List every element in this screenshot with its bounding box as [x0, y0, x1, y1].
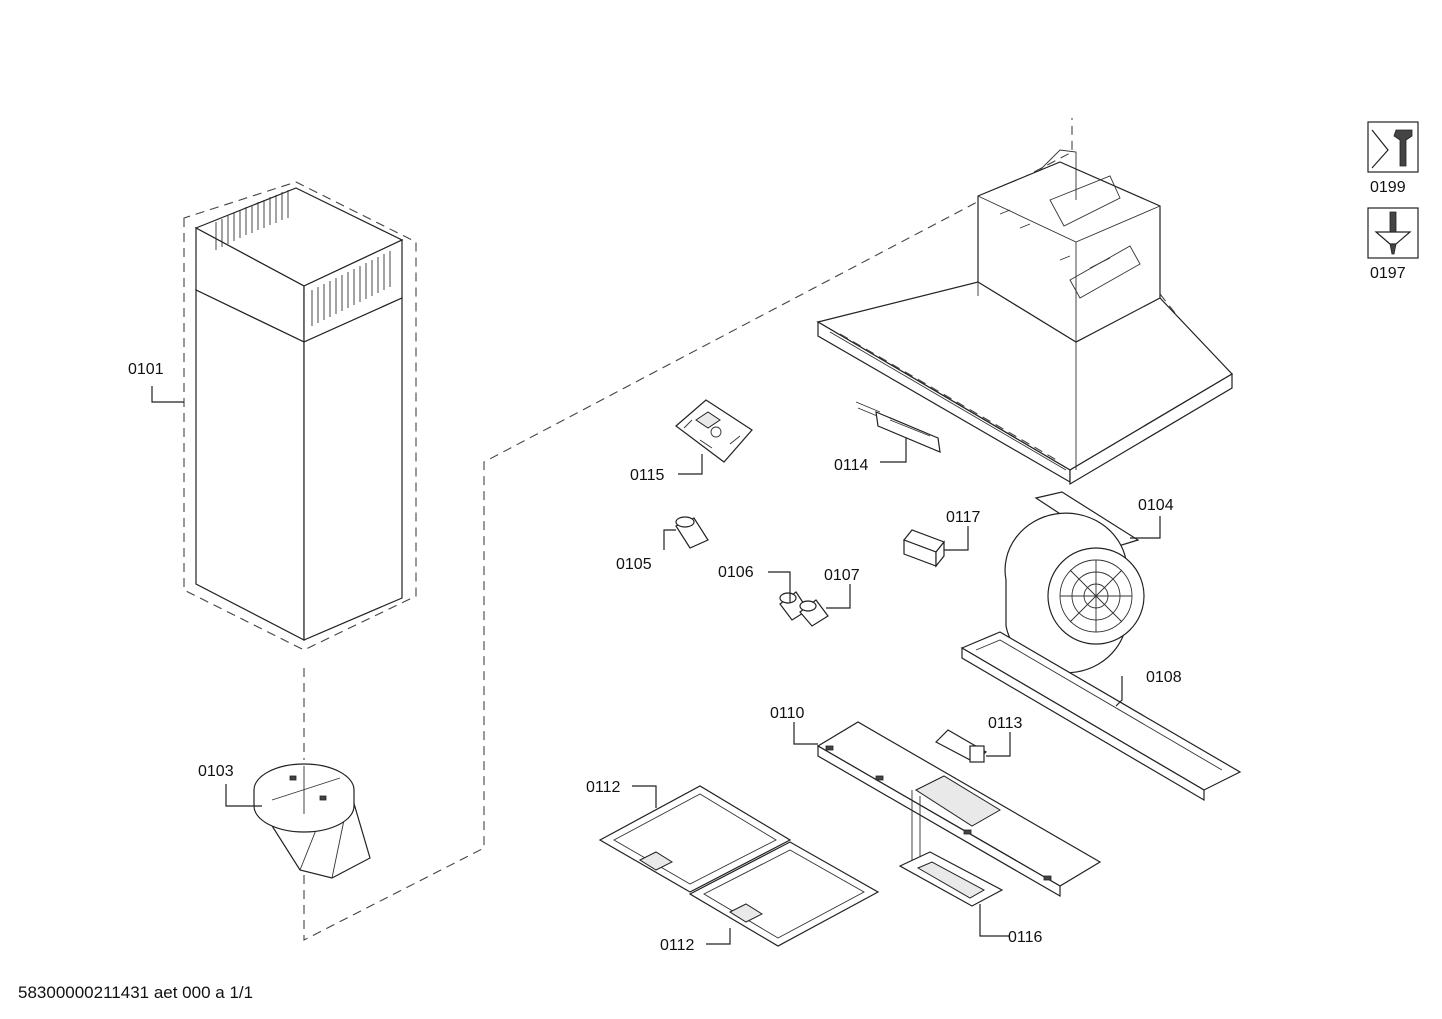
label-0107: 0107	[824, 567, 860, 584]
label-0114: 0114	[834, 457, 869, 474]
part-0103-duct-adapter	[253, 763, 371, 879]
part-0108-panel	[960, 631, 1242, 802]
label-0117: 0117	[946, 509, 981, 526]
label-0199: 0199	[1370, 179, 1406, 196]
label-0113: 0113	[988, 715, 1023, 732]
part-0106-0107-capacitors	[779, 591, 829, 627]
label-0101: 0101	[128, 361, 164, 378]
part-0110-front-panel	[816, 721, 1102, 898]
label-0112-top: 0112	[586, 779, 621, 796]
label-0197: 0197	[1370, 265, 1406, 282]
label-0115: 0115	[630, 467, 665, 484]
part-0115-control-board	[675, 399, 753, 463]
part-0112-grease-filters	[598, 785, 880, 947]
label-0110: 0110	[770, 705, 805, 722]
part-0105-capacitor	[675, 516, 709, 549]
screwdriver-icon	[1367, 207, 1419, 259]
label-0104: 0104	[1138, 497, 1174, 514]
label-0108: 0108	[1146, 669, 1182, 686]
part-0101-chimney	[194, 187, 404, 641]
document-footer: 58300000211431 aet 000 a 1/1	[18, 983, 253, 1002]
label-0106: 0106	[718, 564, 754, 581]
part-0113-lamp	[934, 729, 988, 763]
hood-canopy	[816, 149, 1233, 486]
part-0114-control-module	[855, 401, 941, 453]
label-0105: 0105	[616, 556, 652, 573]
leader-lines	[151, 386, 1161, 945]
wrench-icon	[1367, 121, 1419, 173]
label-0103: 0103	[198, 763, 234, 780]
part-0117-junction-box	[903, 529, 945, 568]
part-0116-light-cover	[898, 790, 1004, 907]
label-0116: 0116	[1008, 929, 1043, 946]
label-0112-bottom: 0112	[660, 937, 695, 954]
part-0104-blower	[1004, 491, 1145, 674]
part-labels: 0101 0103 0104 0105 0106 0107 0108 0110 …	[128, 179, 1406, 954]
